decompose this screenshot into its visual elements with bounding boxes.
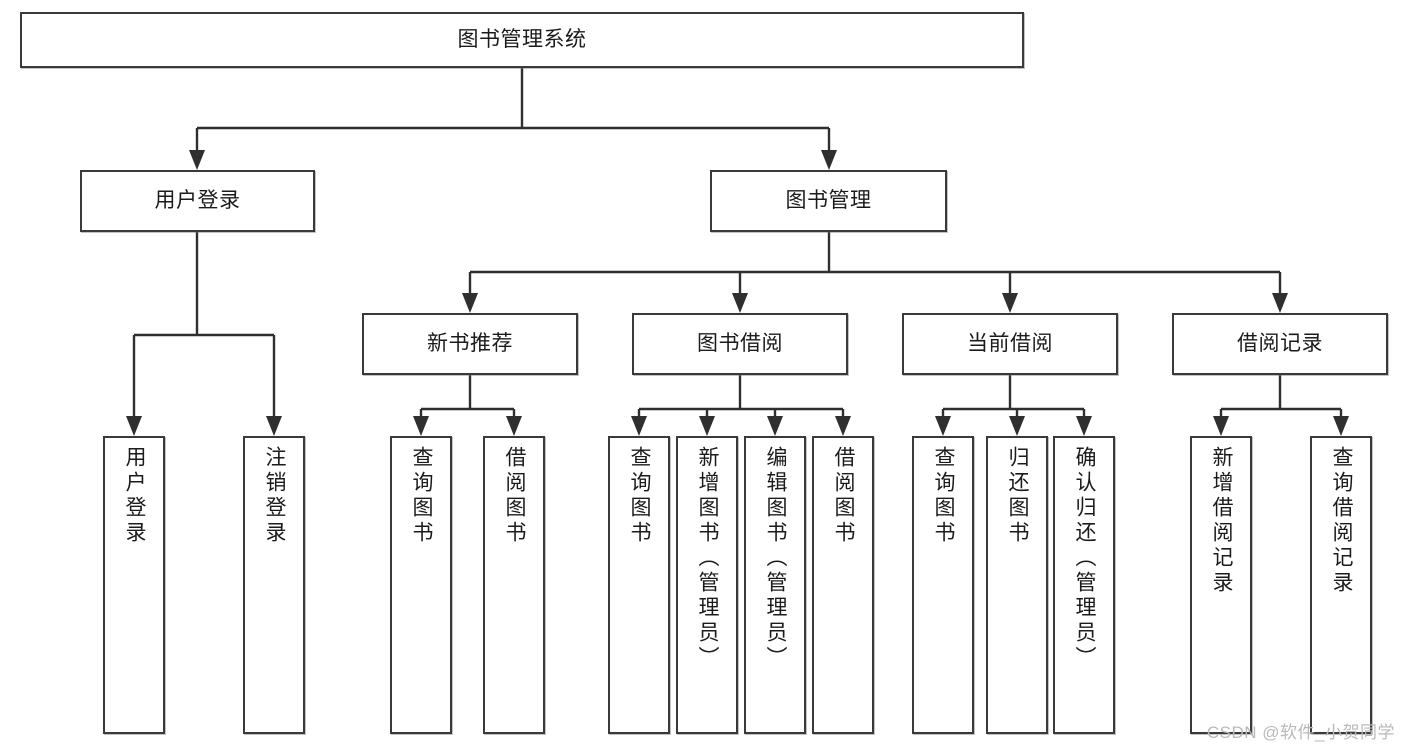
node-leaf-return-book[interactable]: 归还图书 — [986, 436, 1048, 734]
connector-book-manage-children — [462, 232, 1288, 313]
node-leaf-query-book-3-label: 查询图书 — [932, 446, 956, 546]
node-leaf-query-book-1-label: 查询图书 — [410, 446, 434, 546]
node-leaf-query-record-label: 查询借阅记录 — [1330, 446, 1354, 596]
arrow-bb-2 — [699, 416, 715, 436]
arrow-borrow-record — [1272, 293, 1288, 313]
connector-borrow-record-children — [1213, 375, 1349, 436]
node-borrow-record-label: 借阅记录 — [1237, 331, 1323, 355]
node-book-manage[interactable]: 图书管理 — [710, 170, 947, 232]
node-leaf-confirm-return[interactable]: 确认归还（管理员） — [1053, 436, 1115, 734]
node-current-borrow[interactable]: 当前借阅 — [902, 313, 1118, 375]
arrow-leaf-logout — [266, 416, 282, 436]
node-leaf-add-record-label: 新增借阅记录 — [1210, 446, 1234, 596]
arrow-bb-3 — [767, 416, 783, 436]
node-leaf-add-book-label: 新增图书（管理员） — [696, 446, 720, 671]
connector-user-login-children — [126, 232, 282, 436]
node-leaf-add-record[interactable]: 新增借阅记录 — [1190, 436, 1252, 734]
node-leaf-query-book-2[interactable]: 查询图书 — [608, 436, 670, 734]
node-leaf-edit-book-label: 编辑图书（管理员） — [764, 446, 788, 671]
node-root[interactable]: 图书管理系统 — [20, 12, 1024, 68]
node-borrow-record[interactable]: 借阅记录 — [1172, 313, 1388, 375]
arrow-book-manage — [821, 150, 837, 170]
node-new-book-recommend[interactable]: 新书推荐 — [362, 313, 578, 375]
node-current-borrow-label: 当前借阅 — [967, 331, 1053, 355]
node-book-borrow-label: 图书借阅 — [697, 331, 783, 355]
arrow-cb-3 — [1076, 416, 1092, 436]
connector-current-borrow-children — [935, 375, 1092, 436]
node-leaf-confirm-return-label: 确认归还（管理员） — [1073, 446, 1097, 671]
arrow-bb-1 — [631, 416, 647, 436]
node-leaf-edit-book[interactable]: 编辑图书（管理员） — [744, 436, 806, 734]
node-leaf-return-book-label: 归还图书 — [1006, 446, 1030, 546]
node-leaf-add-book[interactable]: 新增图书（管理员） — [676, 436, 738, 734]
node-leaf-borrow-book-1[interactable]: 借阅图书 — [483, 436, 545, 734]
csdn-watermark: CSDN @软件_小贺同学 — [1206, 723, 1395, 742]
node-leaf-user-login[interactable]: 用户登录 — [103, 436, 165, 734]
connector-new-book-recommend-children — [413, 375, 522, 436]
node-leaf-query-book-2-label: 查询图书 — [628, 446, 652, 546]
node-book-borrow[interactable]: 图书借阅 — [632, 313, 848, 375]
arrow-cb-2 — [1009, 416, 1025, 436]
node-user-login[interactable]: 用户登录 — [80, 170, 315, 232]
arrow-current-borrow — [1002, 293, 1018, 313]
connector-root-to-level2 — [189, 68, 837, 170]
node-new-book-recommend-label: 新书推荐 — [427, 331, 513, 355]
arrow-book-borrow — [732, 293, 748, 313]
node-leaf-logout-label: 注销登录 — [263, 446, 287, 546]
arrow-bb-4 — [835, 416, 851, 436]
node-leaf-query-record[interactable]: 查询借阅记录 — [1310, 436, 1372, 734]
arrow-br-2 — [1333, 416, 1349, 436]
node-root-label: 图书管理系统 — [457, 27, 587, 51]
arrow-cb-1 — [935, 416, 951, 436]
arrow-user-login — [189, 150, 205, 170]
node-leaf-query-book-3[interactable]: 查询图书 — [912, 436, 974, 734]
node-leaf-borrow-book-1-label: 借阅图书 — [503, 446, 527, 546]
arrow-nbr-2 — [506, 416, 522, 436]
node-leaf-query-book-1[interactable]: 查询图书 — [390, 436, 452, 734]
connector-book-borrow-children — [631, 375, 851, 436]
arrow-new-book-recommend — [462, 293, 478, 313]
node-leaf-borrow-book-2-label: 借阅图书 — [832, 446, 856, 546]
node-leaf-user-login-label: 用户登录 — [123, 446, 147, 546]
arrow-leaf-user-login — [126, 416, 142, 436]
node-user-login-label: 用户登录 — [154, 188, 241, 212]
arrow-nbr-1 — [413, 416, 429, 436]
node-book-manage-label: 图书管理 — [785, 188, 872, 212]
node-leaf-borrow-book-2[interactable]: 借阅图书 — [812, 436, 874, 734]
node-leaf-logout[interactable]: 注销登录 — [243, 436, 305, 734]
arrow-br-1 — [1213, 416, 1229, 436]
